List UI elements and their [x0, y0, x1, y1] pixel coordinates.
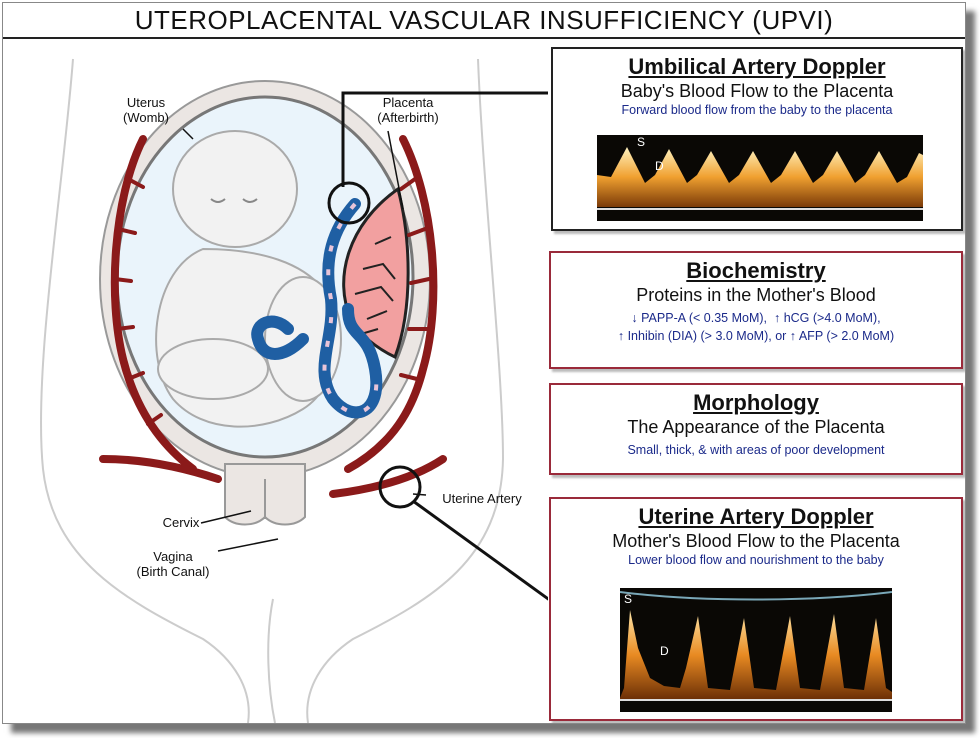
body-outline-right [306, 58, 505, 723]
umbilical-note: Forward blood flow from the baby to the … [621, 103, 893, 117]
umbilical-subtitle: Baby's Blood Flow to the Placenta [620, 81, 894, 101]
umbilical-callout-circle [327, 181, 371, 225]
uterine-heading: Uterine Artery Doppler [638, 504, 874, 529]
page-title: UTEROPLACENTAL VASCULAR INSUFFICIENCY (U… [3, 3, 965, 39]
uterine-artery-right [329, 135, 447, 498]
uterus-label: Uterus (Womb) [123, 95, 169, 125]
morphology-note: Small, thick, & with areas of poor devel… [627, 443, 885, 457]
biochemistry-line-1: ↓ PAPP-A (< 0.35 MoM), ↑ hCG (>4.0 MoM), [631, 311, 881, 325]
uterine-callout-line [412, 499, 548, 601]
umbilical-callout-line [341, 91, 548, 187]
umbilical-s-label: S [637, 135, 646, 149]
morphology-box: Morphology The Appearance of the Placent… [549, 383, 963, 475]
arrow-down-icon: ↓ [631, 311, 638, 325]
umbilical-cord [251, 198, 383, 419]
umbilical-doppler-box: Umbilical Artery Doppler Baby's Blood Fl… [551, 47, 963, 231]
vagina-label: Vagina (Birth Canal) [136, 549, 210, 579]
uterine-note: Lower blood flow and nourishment to the … [628, 553, 884, 567]
uterine-doppler-box: Uterine Artery Doppler Mother's Blood Fl… [549, 497, 963, 721]
biochemistry-heading: Biochemistry [686, 258, 826, 283]
uterine-callout-circle [378, 465, 422, 509]
biochemistry-box: Biochemistry Proteins in the Mother's Bl… [549, 251, 963, 369]
uterus-illustration [39, 58, 548, 723]
uterine-artery-label: Uterine Artery [442, 491, 522, 506]
uterine-doppler-image: S D [620, 588, 892, 712]
morphology-heading: Morphology [693, 390, 819, 415]
uterine-s-label: S [624, 592, 633, 606]
cervix-label: Cervix [162, 515, 200, 530]
uterine-d-label: D [660, 644, 669, 658]
umbilical-doppler-image: S D [597, 135, 923, 221]
arrow-up-icon: ↑ [617, 329, 625, 343]
biochemistry-subtitle: Proteins in the Mother's Blood [636, 285, 876, 305]
umbilical-d-label: D [655, 159, 664, 173]
placenta-label: Placenta (Afterbirth) [377, 95, 439, 125]
arrow-up-icon: ↑ [773, 311, 781, 325]
uterine-subtitle: Mother's Blood Flow to the Placenta [612, 531, 900, 551]
leg-outline [267, 598, 276, 723]
biochemistry-line-2: ↑ Inhibin (DIA) (> 3.0 MoM), or ↑ AFP (>… [617, 329, 895, 343]
uterine-artery-left [99, 135, 222, 483]
morphology-subtitle: The Appearance of the Placenta [627, 417, 885, 437]
body-outline [39, 58, 250, 723]
arrow-up-icon: ↑ [789, 329, 797, 343]
umbilical-heading: Umbilical Artery Doppler [628, 54, 886, 79]
diagram-frame: UTEROPLACENTAL VASCULAR INSUFFICIENCY (U… [2, 2, 966, 724]
